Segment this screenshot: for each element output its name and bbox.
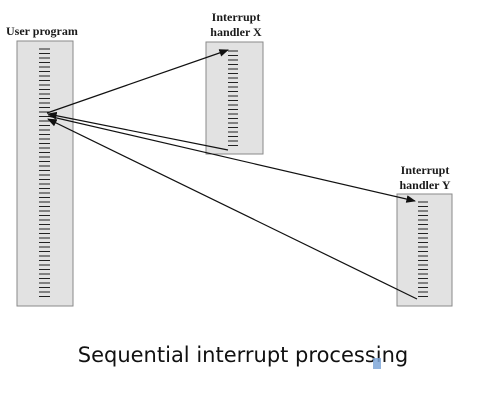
handler-y-label-line1: Interrupt — [400, 163, 450, 177]
handler-x-label-line2: handler X — [210, 25, 262, 39]
handler-x-label: Interrupt handler X — [194, 10, 278, 40]
handler-x-ticks — [228, 50, 238, 146]
caption: Sequential interrupt processing — [77, 343, 409, 367]
user-program-ticks — [39, 48, 50, 297]
handler-x-box — [205, 41, 264, 155]
handler-y-ticks — [418, 201, 428, 297]
arrow-handler-x-return — [47, 111, 229, 151]
handler-y-label: Interrupt handler Y — [390, 163, 460, 193]
handler-y-label-line2: handler Y — [399, 178, 451, 192]
arrow-handler-y-return — [47, 118, 418, 300]
arrow-user-to-handler-x — [46, 49, 229, 114]
user-program-label: User program — [6, 24, 78, 38]
text-cursor-highlight — [373, 358, 381, 369]
arrow-user-to-handler-y — [47, 115, 416, 203]
handler-x-label-line1: Interrupt — [211, 10, 261, 24]
